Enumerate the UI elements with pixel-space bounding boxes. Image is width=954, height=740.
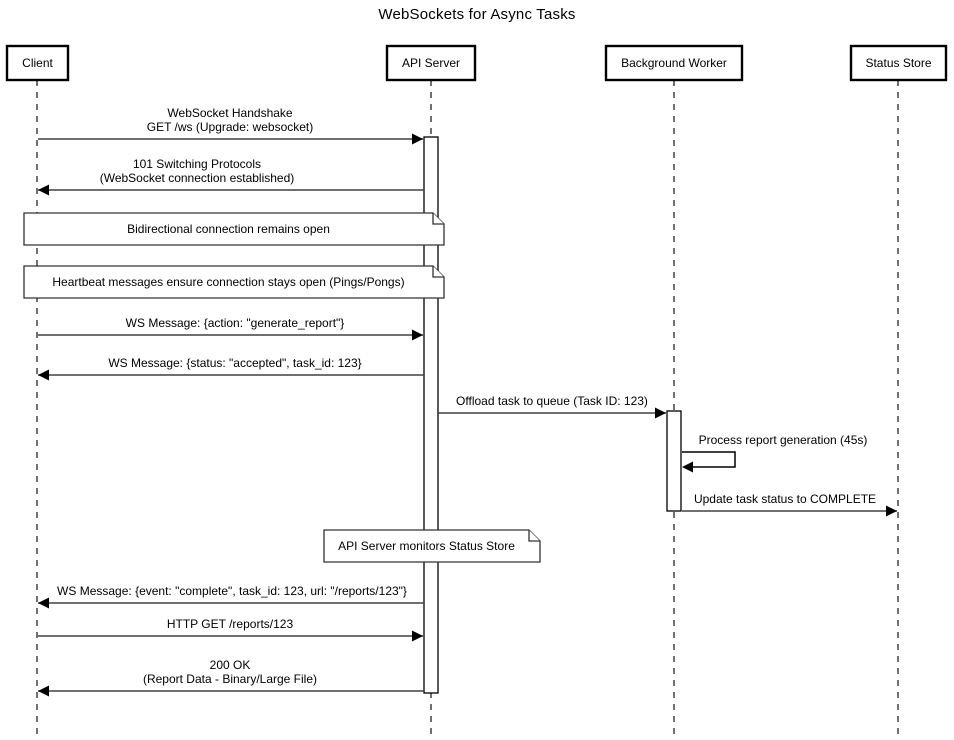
note-fold-corner-icon (432, 266, 444, 278)
note-fold-corner-icon (432, 213, 444, 225)
note-body (23, 265, 445, 299)
activation-bar-worker (666, 410, 682, 512)
participant-box-api[interactable] (385, 44, 477, 82)
participant-api[interactable]: API Server (385, 44, 477, 82)
note-n2: Heartbeat messages ensure connection sta… (23, 265, 445, 299)
message-arrowhead-m8 (38, 597, 49, 609)
participant-box-status[interactable] (849, 44, 948, 82)
message-label-m6: Process report generation (45s) (699, 433, 868, 447)
note-n3: API Server monitors Status Store (323, 529, 541, 563)
message-arrowhead-m2 (38, 184, 49, 196)
message-line-m6 (682, 451, 736, 468)
participant-box-client[interactable] (5, 44, 70, 82)
participant-status[interactable]: Status Store (849, 44, 948, 82)
message-label-m5: Offload task to queue (Task ID: 123) (456, 394, 648, 408)
message-label-m8: WS Message: {event: "complete", task_id:… (57, 584, 407, 598)
participant-label-worker: Background Worker (621, 56, 727, 70)
message-label-m10: (Report Data - Binary/Large File) (143, 672, 317, 686)
note-body (323, 529, 541, 563)
message-arrowhead-m5 (655, 407, 666, 419)
message-arrowhead-m6 (682, 461, 693, 473)
note-text: API Server monitors Status Store (338, 539, 515, 553)
message-label-m2: (WebSocket connection established) (100, 171, 295, 185)
message-m5: Offload task to queue (Task ID: 123) (438, 394, 666, 419)
message-m10: 200 OK(Report Data - Binary/Large File) (38, 658, 424, 697)
message-m9: HTTP GET /reports/123 (38, 617, 423, 642)
message-label-m1: GET /ws (Upgrade: websocket) (147, 120, 314, 134)
message-arrowhead-m10 (38, 685, 49, 697)
participant-worker[interactable]: Background Worker (604, 44, 744, 82)
message-arrowhead-m9 (412, 630, 423, 642)
page-title: WebSockets for Async Tasks (378, 6, 576, 23)
message-arrowhead-m4 (38, 369, 49, 381)
message-label-m3: WS Message: {action: "generate_report"} (126, 316, 345, 330)
note-text: Bidirectional connection remains open (127, 222, 330, 236)
message-m3: WS Message: {action: "generate_report"} (38, 316, 423, 341)
message-m4: WS Message: {status: "accepted", task_id… (38, 356, 424, 381)
message-arrowhead-m1 (412, 133, 423, 145)
note-n1: Bidirectional connection remains open (23, 212, 445, 246)
participant-label-api: API Server (402, 56, 460, 70)
participant-label-status: Status Store (865, 56, 931, 70)
participant-box-worker[interactable] (604, 44, 744, 82)
message-label-m2: 101 Switching Protocols (133, 157, 261, 171)
participant-boxes-group: Client API Server Background Worker Status … (5, 44, 948, 82)
notes-group: Bidirectional connection remains openHea… (23, 212, 541, 563)
message-label-m10: 200 OK (210, 658, 251, 672)
note-text: Heartbeat messages ensure connection sta… (52, 275, 404, 289)
participant-label-client: Client (22, 56, 53, 70)
message-label-m9: HTTP GET /reports/123 (167, 617, 294, 631)
message-m2: 101 Switching Protocols(WebSocket connec… (38, 157, 424, 196)
activation-bars-group (423, 136, 682, 694)
note-fold-corner-icon (528, 530, 540, 542)
message-m8: WS Message: {event: "complete", task_id:… (38, 584, 424, 609)
message-arrowhead-m7 (886, 505, 897, 517)
message-label-m4: WS Message: {status: "accepted", task_id… (108, 356, 361, 370)
message-m6: Process report generation (45s) (682, 433, 867, 473)
message-arrowhead-m3 (412, 329, 423, 341)
participant-client[interactable]: Client (5, 44, 70, 82)
note-body (23, 212, 445, 246)
message-m7: Update task status to COMPLETE (682, 492, 897, 517)
message-label-m1: WebSocket Handshake (167, 106, 293, 120)
message-label-m7: Update task status to COMPLETE (694, 492, 876, 506)
